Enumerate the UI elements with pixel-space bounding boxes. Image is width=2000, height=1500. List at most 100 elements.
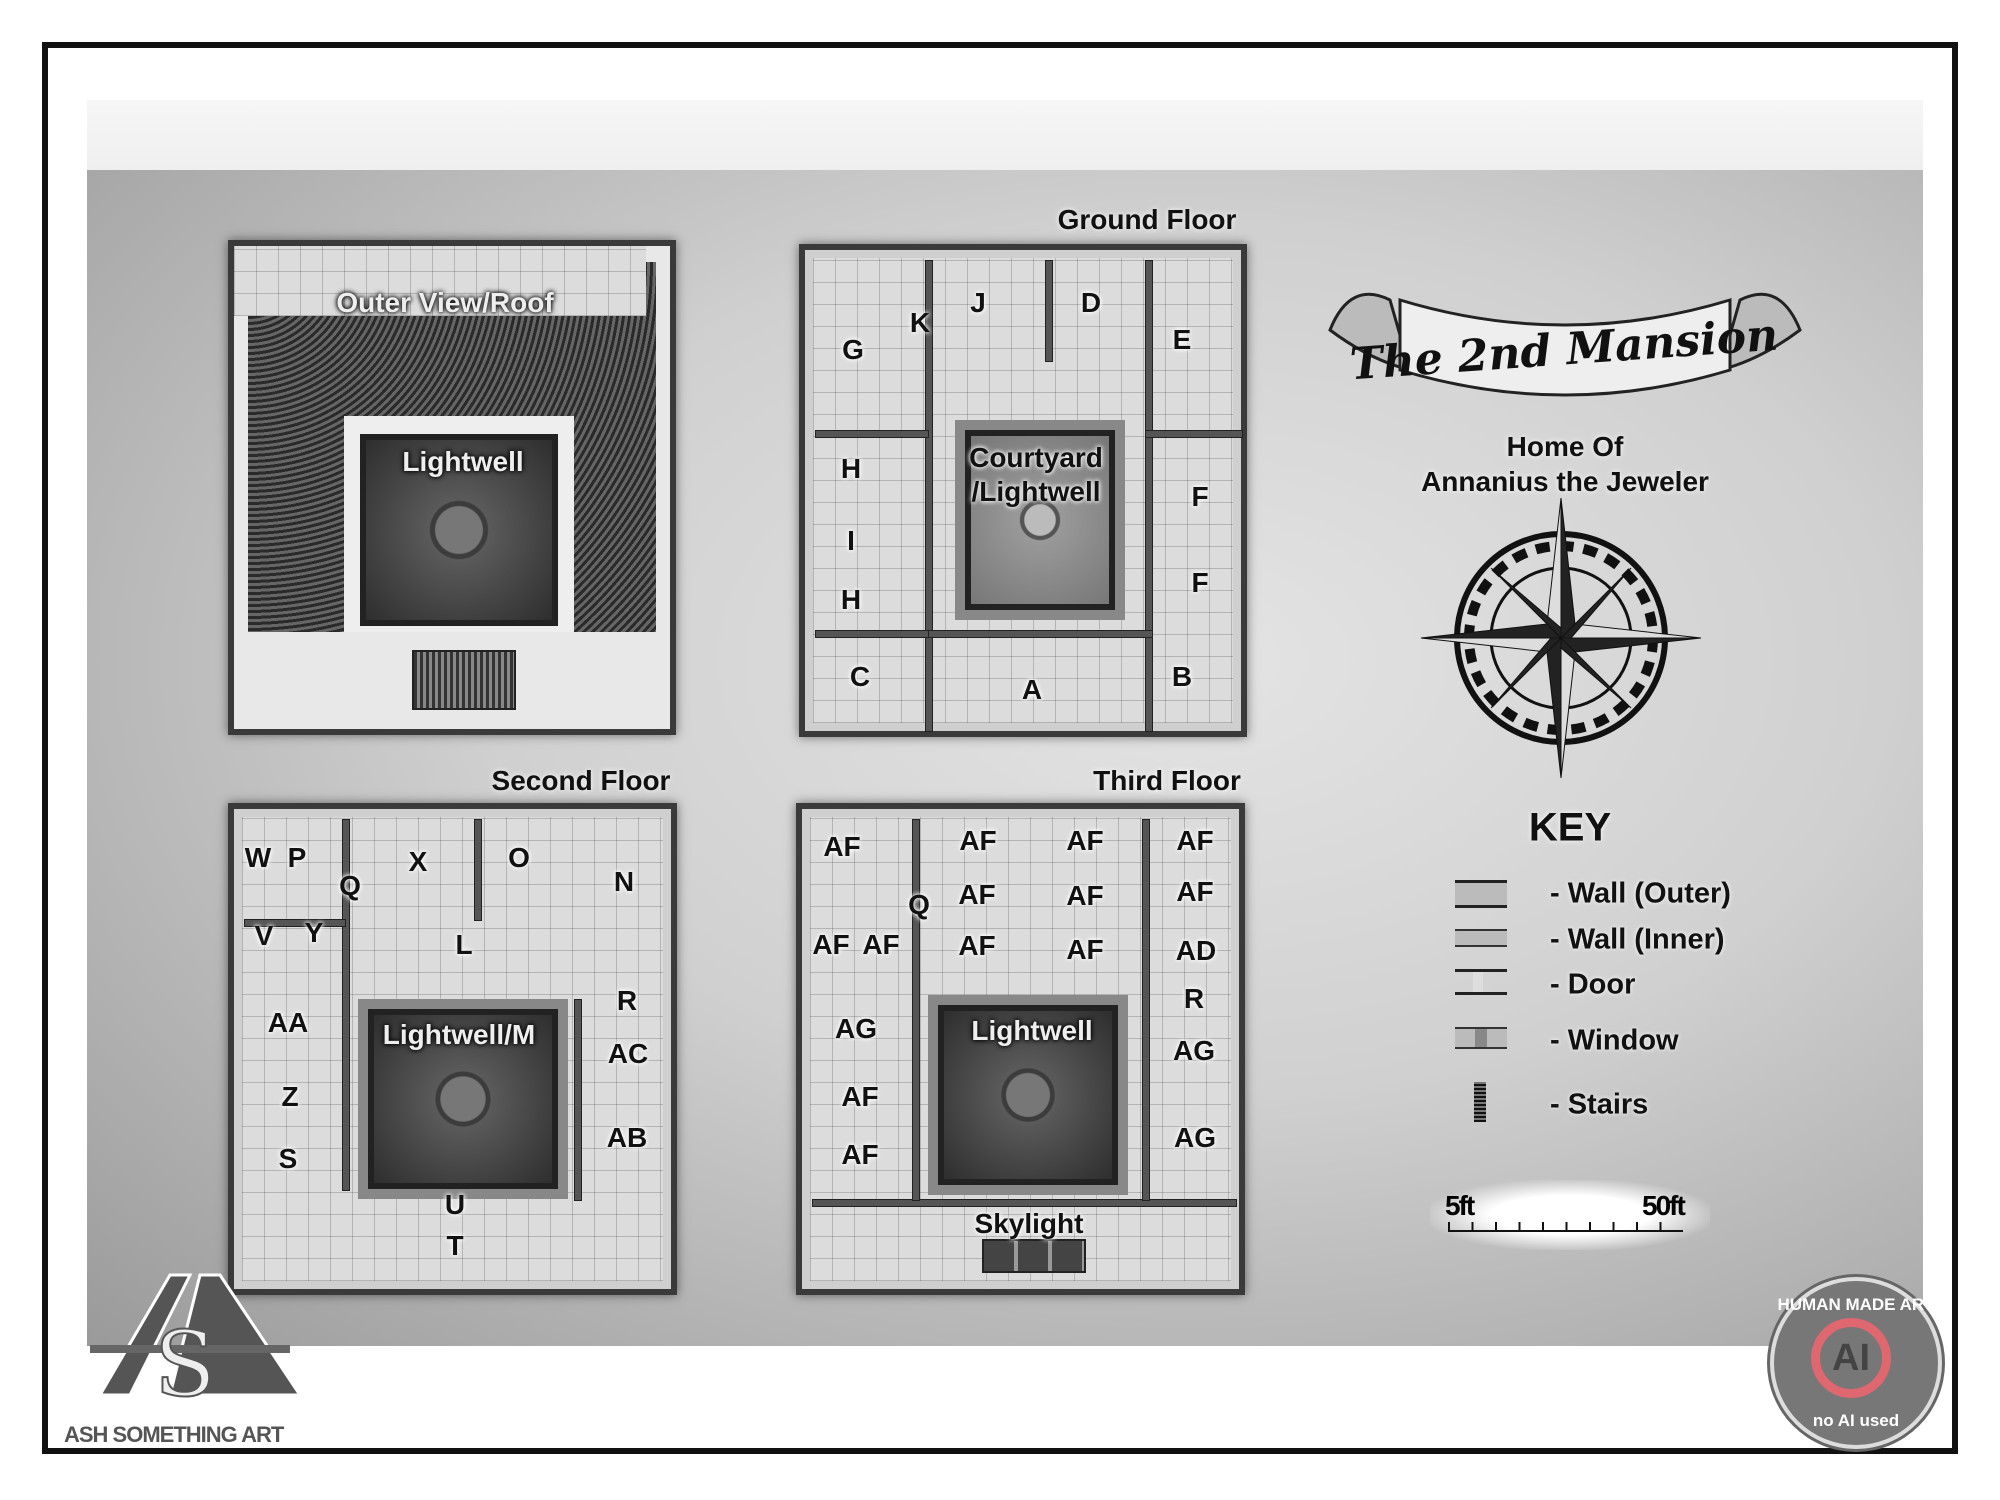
room-label: Lightwell (971, 1015, 1093, 1046)
room-label: AG (1174, 1122, 1216, 1153)
room-label: E (1172, 324, 1192, 355)
key-item: - Stairs (1550, 1088, 1649, 1121)
stairs-icon (412, 650, 516, 710)
roof-courtyard-floor (234, 246, 646, 316)
room-label: W (244, 842, 272, 873)
roof-title: Outer View/Roof (336, 287, 554, 318)
room-label: AF (841, 1139, 879, 1170)
room-label: AC (607, 1038, 649, 1069)
scale-start-label: 5ft (1445, 1190, 1475, 1221)
room-label: G (842, 334, 864, 365)
inner-wall (1142, 819, 1150, 1201)
inner-wall (812, 1199, 1237, 1207)
room-label: AF (823, 831, 861, 862)
key-item: - Wall (Inner) (1550, 923, 1725, 956)
room-label: R (1183, 983, 1205, 1014)
lightwell-m (368, 1009, 558, 1189)
inner-wall (815, 430, 929, 438)
room-label: AA (267, 1007, 309, 1038)
sheet-top-band (87, 100, 1923, 170)
room-label: AF (812, 929, 850, 960)
stairs-icon (1474, 1082, 1486, 1122)
inner-wall-icon (1455, 929, 1507, 947)
human-made-art-badge: HUMAN MADE ART AI no AI used (1770, 1277, 1942, 1449)
room-label: U (444, 1189, 466, 1220)
inner-wall (925, 260, 933, 732)
inner-wall (342, 819, 350, 1191)
inner-wall (1145, 260, 1153, 732)
room-label: AF (862, 929, 900, 960)
room-label: Q (908, 889, 930, 920)
room-label: S (278, 1143, 298, 1174)
room-label: Lightwell (402, 446, 524, 477)
key-item: - Wall (Outer) (1550, 877, 1731, 910)
subtitle-line-1: Home Of (1506, 431, 1624, 462)
second-floor-plan (228, 803, 677, 1295)
room-label: H (840, 584, 862, 615)
second-floor-title: Second Floor (491, 765, 671, 796)
scale-bar (1448, 1222, 1683, 1232)
key-title: KEY (1528, 805, 1612, 850)
room-label: /Lightwell (971, 476, 1101, 507)
room-label: AD (1175, 935, 1217, 966)
third-floor-title: Third Floor (1093, 765, 1241, 796)
room-label: AF (1066, 934, 1104, 965)
svg-text:S: S (154, 1312, 216, 1415)
room-label: P (287, 842, 307, 873)
inner-wall (474, 819, 482, 921)
compass-rose-icon (1420, 498, 1702, 779)
ground-floor-title: Ground Floor (1057, 204, 1237, 235)
room-label: AF (958, 879, 996, 910)
room-label: V (254, 920, 274, 951)
room-label: AG (835, 1013, 877, 1044)
scale-end-label: 50ft (1642, 1190, 1686, 1221)
room-label: A (1021, 674, 1043, 705)
inner-wall (244, 919, 346, 927)
room-label: AF (959, 825, 997, 856)
courtyard-lightwell (965, 430, 1115, 610)
room-label: AB (606, 1122, 648, 1153)
roof-lightwell (360, 434, 558, 626)
room-label: X (408, 846, 428, 877)
ground-floor-plan (799, 244, 1247, 737)
third-floor-plan (796, 803, 1245, 1295)
page-frame (42, 42, 1958, 1454)
room-label: C (849, 661, 871, 692)
room-label: B (1171, 661, 1193, 692)
inner-wall (925, 630, 1153, 638)
room-label: N (613, 866, 635, 897)
room-label: AF (841, 1081, 879, 1112)
inner-wall (1145, 430, 1243, 438)
room-label: F (1191, 481, 1209, 512)
room-label: R (616, 985, 638, 1016)
subtitle-line-2: Annanius the Jeweler (1421, 466, 1709, 497)
inner-wall (574, 999, 582, 1201)
key-item: - Window (1550, 1024, 1679, 1057)
scroll-banner (1328, 292, 1802, 397)
no-ai-icon: AI (1811, 1318, 1891, 1398)
inner-wall (1045, 260, 1053, 362)
room-label: Y (304, 917, 324, 948)
inner-wall (815, 630, 929, 638)
room-label: Skylight (974, 1208, 1084, 1239)
room-label: O (508, 842, 530, 873)
badge-center-text: AI (1832, 1336, 1870, 1379)
room-label: D (1080, 287, 1102, 318)
room-label: AG (1173, 1035, 1215, 1066)
third-lightwell (938, 1005, 1118, 1185)
room-label: T (446, 1230, 464, 1261)
badge-bottom-text: no AI used (1812, 1411, 1900, 1430)
room-label: J (970, 287, 986, 318)
outer-wall-icon (1455, 880, 1507, 908)
window-icon (1455, 1027, 1507, 1049)
door-icon (1455, 969, 1507, 995)
room-label: L (455, 929, 473, 960)
roof-panel (228, 240, 676, 735)
room-label: AF (1066, 825, 1104, 856)
room-label: F (1191, 567, 1209, 598)
room-label: AF (1176, 876, 1214, 907)
floor-tiles (242, 817, 663, 1281)
inner-wall (912, 819, 920, 1201)
room-label: AF (958, 930, 996, 961)
